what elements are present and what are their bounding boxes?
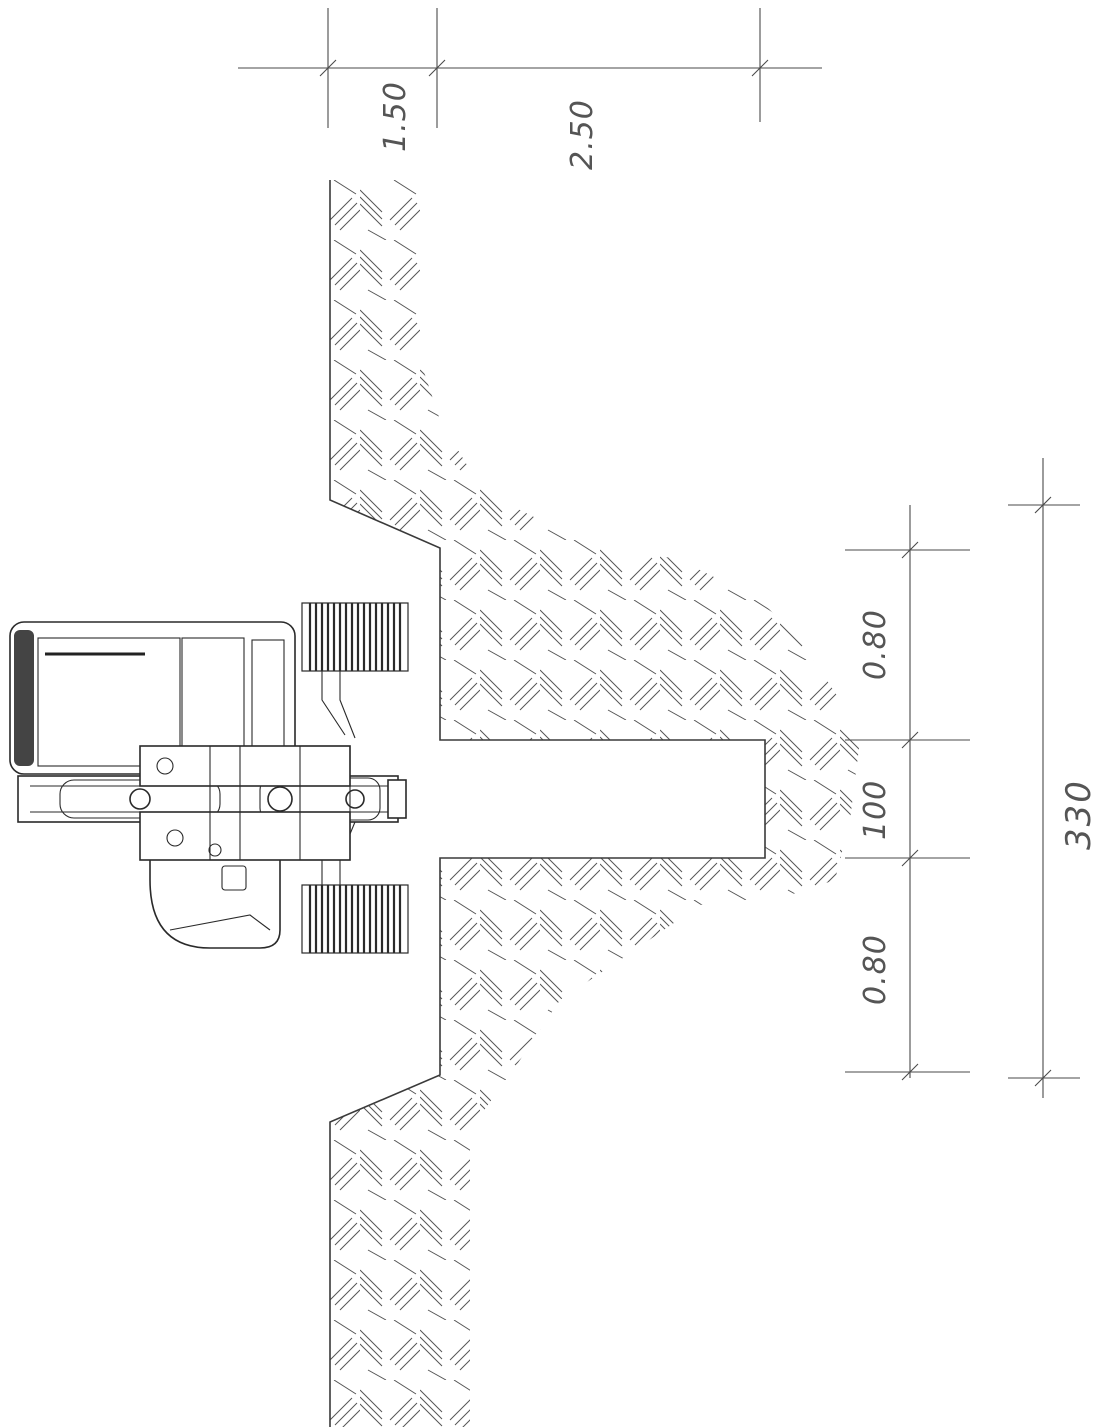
side-dim-label-1: 0.80 xyxy=(858,609,893,680)
top-dimension: 1.50 2.50 xyxy=(238,8,822,170)
side-dimension: 0.80 100 0.80 xyxy=(845,505,970,1081)
side-dim-label-2: 100 xyxy=(858,780,893,840)
top-dim-label-1: 1.50 xyxy=(378,81,413,152)
swing-frame-icon xyxy=(139,745,351,787)
track-upper-icon xyxy=(301,602,409,672)
overall-dim-label: 330 xyxy=(1059,779,1097,850)
side-dim-label-3: 0.80 xyxy=(858,934,893,1005)
top-dim-label-2: 2.50 xyxy=(565,99,600,170)
trench-outline xyxy=(329,180,766,1427)
track-lower-icon xyxy=(301,884,409,954)
excavator-icon xyxy=(9,602,409,954)
overall-dimension: 330 xyxy=(1008,458,1097,1098)
